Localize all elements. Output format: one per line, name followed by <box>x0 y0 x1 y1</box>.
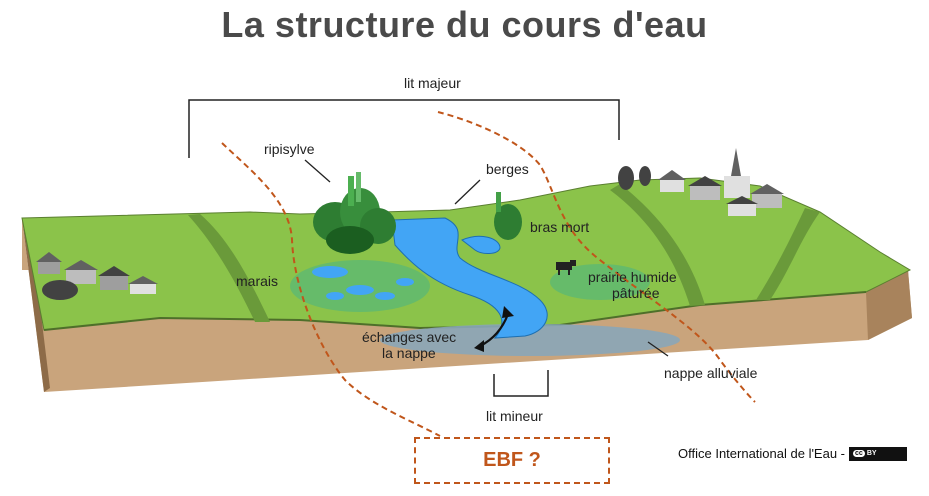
by-label: BY <box>866 450 877 457</box>
river <box>391 217 548 339</box>
hill-ridge-far-right <box>756 208 820 300</box>
ebf-label: EBF ? <box>483 449 541 471</box>
lit-mineur-bracket <box>493 370 549 397</box>
label-marais: marais <box>236 273 278 289</box>
soil-side <box>866 270 912 340</box>
wetland-pond <box>346 285 374 295</box>
label-lit-majeur: lit majeur <box>404 75 461 91</box>
cc-label: cc <box>853 450 865 457</box>
credit-text: Office International de l'Eau - <box>678 446 846 461</box>
credit-line: Office International de l'Eau - cc BY <box>678 446 907 461</box>
berges-leader <box>454 179 481 205</box>
cow-icon <box>556 260 576 275</box>
label-berges: berges <box>486 161 529 177</box>
village-left <box>36 252 158 300</box>
wetland-pond <box>326 292 344 300</box>
aquifer <box>380 324 680 356</box>
label-echanges-line1: échanges avec <box>362 329 456 345</box>
tree <box>494 192 522 240</box>
wetland-pond <box>312 266 348 278</box>
lit-majeur-bracket <box>188 99 620 158</box>
ebf-boundary-right <box>437 111 756 403</box>
hill-ridge-right <box>610 184 705 306</box>
soil-front-dark <box>22 218 50 392</box>
cc-by-license-icon: cc BY <box>849 446 907 461</box>
label-bras-mort: bras mort <box>530 219 589 235</box>
arrowhead-down <box>474 340 484 352</box>
oxbow <box>461 235 501 254</box>
label-nappe-alluviale: nappe alluviale <box>664 365 758 381</box>
ebf-boundary-left <box>221 142 441 437</box>
page-title: La structure du cours d'eau <box>221 4 708 45</box>
label-echanges-line2: la nappe <box>382 345 436 361</box>
hill-ridge-left <box>188 214 270 322</box>
arrowhead-up <box>502 306 514 318</box>
label-lit-mineur: lit mineur <box>486 408 543 424</box>
label-ripisylve: ripisylve <box>264 141 315 157</box>
label-prairie-line2: pâturée <box>612 285 660 301</box>
nappe-leader <box>647 341 669 357</box>
ripisylve-leader <box>304 159 331 183</box>
wetland-pond <box>396 278 414 286</box>
ebf-box: EBF ? <box>414 437 610 484</box>
prairie-patch <box>550 264 650 300</box>
label-prairie-line1: prairie humide <box>588 269 677 285</box>
village-right <box>618 148 784 216</box>
riparian-forest <box>313 172 396 254</box>
wetland-pond <box>375 292 395 300</box>
